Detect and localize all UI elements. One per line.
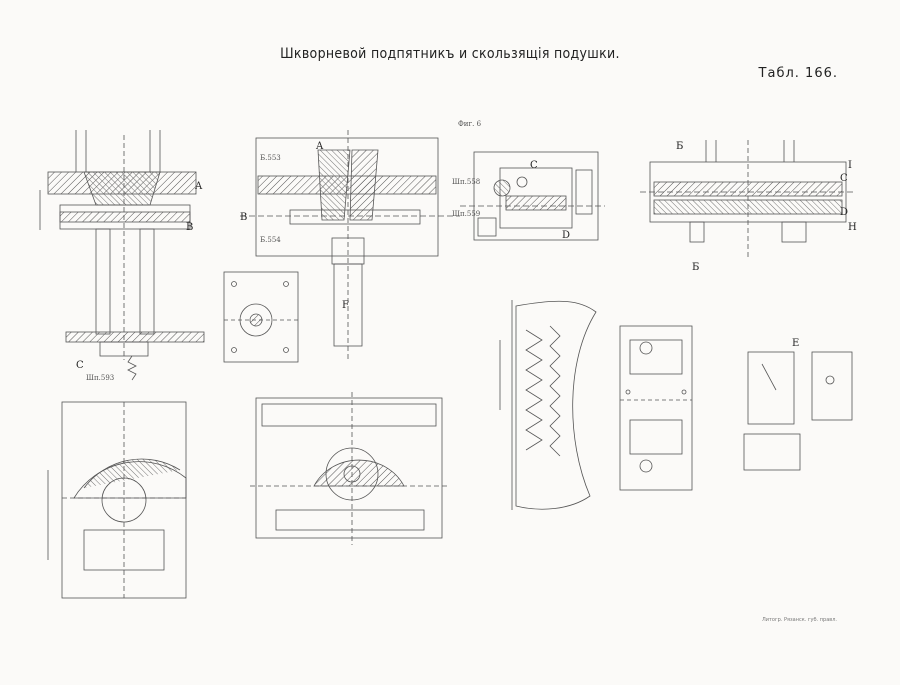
- sliding-pad-section: [640, 140, 855, 260]
- bolted-plate: [619, 325, 693, 491]
- label-a-2: A: [316, 141, 324, 152]
- pivot-plan-small: [223, 271, 299, 363]
- label-d-3: D: [562, 230, 571, 241]
- label-shp-559: Шп.559: [452, 210, 481, 218]
- plate-number: Табл. 166.: [758, 66, 838, 81]
- label-c-1: C: [76, 360, 84, 371]
- curved-sliding-pad: [499, 300, 597, 510]
- bearing-section-a-b: [240, 130, 460, 360]
- label-a-1: A: [195, 181, 203, 192]
- label-b-5: Б: [676, 141, 684, 152]
- side-bearing-section: [460, 151, 605, 241]
- label-shp-558: Шп.558: [452, 178, 481, 186]
- sheet-title: Шкворневой подпятникъ и скользящія подуш…: [280, 46, 620, 62]
- bearing-plan-large: [250, 392, 450, 545]
- label-b-2: B: [240, 212, 248, 223]
- label-c-5: C: [840, 173, 848, 184]
- label-d-5: D: [840, 207, 849, 218]
- label-shp-593: Шп.593: [86, 374, 115, 382]
- pivot-plan-large: [47, 401, 187, 599]
- pivot-assembly-section: [39, 130, 205, 381]
- label-h-5: H: [848, 222, 857, 233]
- label-c-3: C: [530, 160, 538, 171]
- label-e: E: [792, 338, 800, 349]
- label-b-554: Б.554: [260, 236, 281, 244]
- lithography-imprint: Литогр. Рязанск. губ. правл.: [762, 617, 838, 623]
- label-b-1: B: [186, 222, 194, 233]
- detail-e: [743, 351, 853, 471]
- label-f: F: [342, 300, 349, 311]
- label-b-553: Б.553: [260, 154, 281, 162]
- label-b-5b: Б: [692, 262, 700, 273]
- label-i-5: I: [848, 160, 852, 171]
- label-fig-6: Фиг. 6: [458, 120, 482, 128]
